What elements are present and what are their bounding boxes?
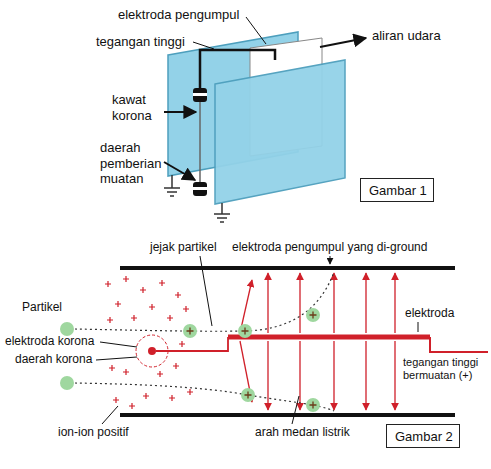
leader-line [292, 396, 299, 424]
ion-symbol [187, 389, 193, 395]
label: kawat korona [112, 92, 164, 123]
figure-caption-box: Gambar 1 [360, 178, 434, 202]
leader-line [102, 406, 118, 424]
cross-section [60, 256, 488, 424]
ion-symbol [107, 317, 113, 323]
ion-symbol [159, 280, 165, 286]
ion-symbol [149, 304, 155, 310]
particle-path [75, 383, 334, 411]
ion-symbol [131, 315, 137, 321]
label: daerah pemberian muatan [100, 140, 162, 187]
insulator [193, 182, 207, 196]
pointer-arrow [164, 111, 196, 113]
label: elektroda [405, 306, 454, 320]
ion-symbol [179, 341, 185, 347]
charge-sign [245, 392, 252, 399]
ion-symbol [140, 287, 146, 293]
leader-line [200, 256, 212, 326]
charged-particles [183, 308, 320, 412]
label: ion-ion positif [58, 425, 129, 439]
ion-symbol [167, 315, 173, 321]
insulator [193, 88, 207, 102]
charge-sign [187, 328, 194, 335]
label: Partikel [22, 300, 62, 314]
leader-line [418, 322, 419, 332]
ion-symbol [105, 281, 111, 287]
insulator-band [193, 187, 207, 190]
ion-symbol [175, 292, 181, 298]
corona-electrode [148, 347, 156, 355]
ion-symbol [129, 403, 135, 409]
hv-electrode [228, 335, 430, 340]
ion-symbol [157, 371, 163, 377]
label: aliran udara [372, 28, 441, 44]
charged-particle [306, 398, 320, 412]
positive-ions [105, 276, 193, 409]
field-arrows [240, 273, 395, 410]
ion-symbol [169, 395, 175, 401]
corona-wire [199, 96, 201, 184]
label: tegangan tinggi bermuatan (+) [403, 356, 487, 382]
pointer-arrow [164, 162, 195, 180]
caption-text: Gambar 2 [395, 429, 451, 445]
label: tegangan tinggi [96, 34, 185, 50]
ion-symbol [113, 397, 119, 403]
ion-symbol [115, 301, 121, 307]
figure-caption-box: Gambar 2 [386, 424, 460, 448]
leader-line [100, 342, 137, 347]
precipitator [164, 17, 366, 222]
ground-symbol [214, 203, 230, 222]
charge-sign [310, 312, 317, 319]
corona-region [136, 335, 168, 367]
particle [60, 376, 74, 390]
ion-symbol [123, 369, 129, 375]
charge-sign [242, 328, 249, 335]
particle [60, 322, 74, 336]
charged-particle [183, 324, 197, 338]
ion-symbol [173, 363, 179, 369]
ion-symbol [143, 393, 149, 399]
collector-electrode [120, 266, 455, 270]
leader-line [96, 357, 137, 360]
ion-symbol [123, 276, 129, 282]
charged-particle [238, 324, 252, 338]
leader-line [246, 17, 266, 44]
charged-particle [306, 308, 320, 322]
leader-line [330, 256, 331, 264]
charge-sign [310, 402, 317, 409]
ground-symbol [164, 175, 180, 196]
ion-symbol [183, 306, 189, 312]
charged-particle [241, 388, 255, 402]
ion-symbol [109, 365, 115, 371]
airflow-arrow [320, 38, 366, 47]
collector-electrode [120, 413, 455, 417]
leader-line [193, 42, 214, 49]
label: elektroda pengumpul yang di-ground [232, 240, 427, 254]
label: daerah korona [15, 352, 92, 366]
hv-lead [430, 337, 488, 352]
label: jejak partikel [150, 240, 217, 254]
caption-text: Gambar 1 [369, 183, 425, 199]
front-plate [215, 60, 345, 204]
insulator-band [193, 93, 207, 96]
label: elektroda pengumpul [118, 7, 239, 23]
label: elektroda korona [5, 334, 94, 348]
label: arah medan listrik [255, 425, 350, 439]
